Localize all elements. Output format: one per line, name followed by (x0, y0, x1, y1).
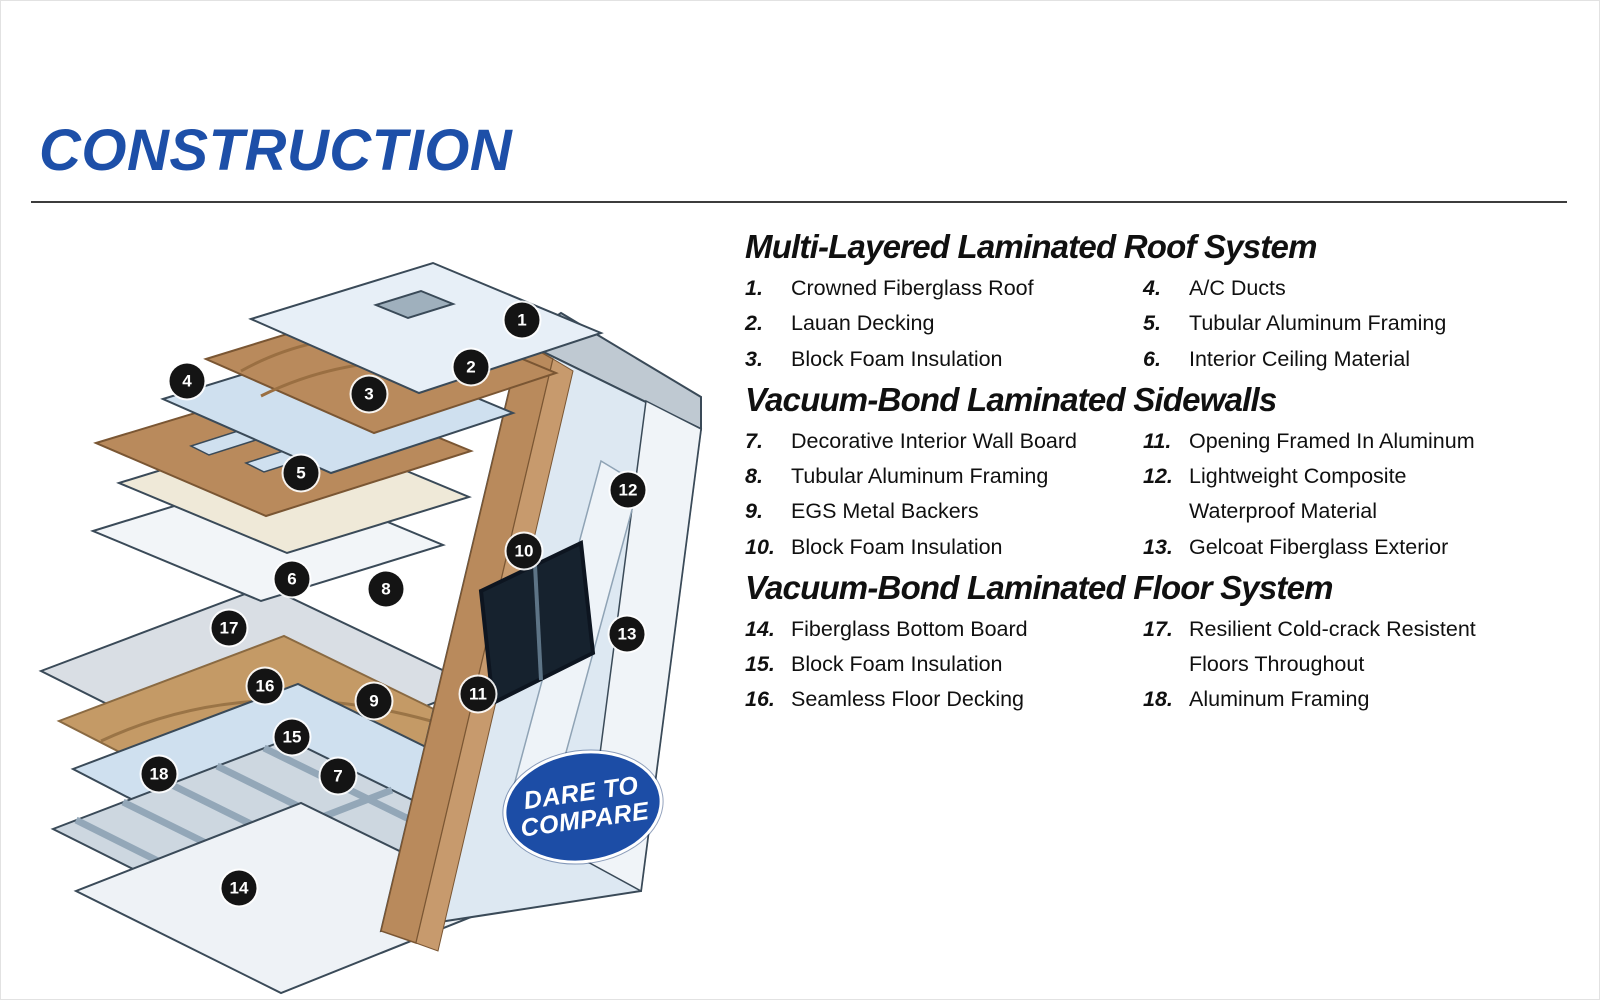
item-number: 18. (1143, 687, 1173, 712)
item-number: 8. (745, 464, 763, 488)
item-number: 13. (1143, 534, 1173, 559)
roof-item-columns: 1. Crowned Fiberglass Roof 2. Lauan Deck… (745, 271, 1579, 377)
roof-layers (90, 261, 604, 603)
legend-item-11: 11. Opening Framed In Aluminum (1143, 424, 1579, 459)
item-number: 2. (745, 311, 763, 336)
item-label: A/C Ducts (1189, 276, 1286, 300)
section-heading-floor: Vacuum-Bond Laminated Floor System (745, 568, 1333, 606)
item-number: 1. (745, 276, 763, 300)
legend-item-2: 2. Lauan Decking (745, 306, 1143, 341)
item-number: 7. (745, 428, 763, 453)
item-label: EGS Metal Backers (791, 499, 979, 524)
item-label: Block Foam Insulation (791, 534, 1003, 559)
exploded-view-drawing (38, 261, 703, 995)
legend-item-17: 17. Resilient Cold-crack Resistent Floor… (1143, 612, 1579, 683)
item-number: 5. (1143, 311, 1161, 336)
item-number: 6. (1143, 346, 1161, 371)
legend-item-16: 16. Seamless Floor Decking (745, 682, 1143, 717)
item-number: 4. (1143, 276, 1161, 300)
legend-item-14: 14. Fiberglass Bottom Board (745, 612, 1143, 647)
floor-layers (38, 584, 509, 995)
item-number: 11. (1143, 428, 1172, 453)
title-underline (31, 201, 1567, 203)
sidewall-column-2: 11. Opening Framed In Aluminum 12. Light… (1143, 424, 1579, 565)
legend-item-15: 15. Block Foam Insulation (745, 647, 1143, 682)
section-heading-roof: Multi-Layered Laminated Roof System (745, 228, 1317, 265)
construction-illustration (1, 201, 721, 999)
legend-item-7: 7. Decorative Interior Wall Board (745, 424, 1143, 459)
legend-item-6: 6. Interior Ceiling Material (1143, 342, 1579, 377)
item-label: Gelcoat Fiberglass Exterior (1189, 534, 1449, 559)
roof-fiberglass-panel (248, 261, 604, 395)
sidewall-column-1: 7. Decorative Interior Wall Board 8. Tub… (745, 424, 1143, 565)
item-label: Block Foam Insulation (791, 652, 1003, 676)
roof-column-2: 4. A/C Ducts 5. Tubular Aluminum Framing… (1143, 271, 1579, 377)
item-number: 16. (745, 687, 775, 712)
item-number: 14. (745, 616, 775, 641)
sidewall-item-columns: 7. Decorative Interior Wall Board 8. Tub… (745, 424, 1579, 565)
legend-item-3: 3. Block Foam Insulation (745, 342, 1143, 377)
legend-item-8: 8. Tubular Aluminum Framing (745, 459, 1143, 494)
legend-panel: Multi-Layered Laminated Roof System 1. C… (745, 225, 1579, 722)
legend-item-10: 10. Block Foam Insulation (745, 530, 1143, 565)
item-label: Tubular Aluminum Framing (1189, 311, 1447, 336)
item-label: Tubular Aluminum Framing (791, 464, 1049, 488)
item-number: 9. (745, 499, 763, 524)
legend-item-18: 18. Aluminum Framing (1143, 682, 1579, 717)
legend-item-5: 5. Tubular Aluminum Framing (1143, 306, 1579, 341)
item-label: Decorative Interior Wall Board (791, 428, 1077, 453)
item-label: Block Foam Insulation (791, 346, 1003, 371)
legend-item-9: 9. EGS Metal Backers (745, 494, 1143, 529)
item-label: Seamless Floor Decking (791, 687, 1025, 712)
item-label: Aluminum Framing (1189, 687, 1370, 712)
item-number: 17. (1143, 616, 1173, 641)
floor-column-1: 14. Fiberglass Bottom Board 15. Block Fo… (745, 612, 1143, 718)
item-label: Lauan Decking (791, 311, 935, 336)
roof-column-1: 1. Crowned Fiberglass Roof 2. Lauan Deck… (745, 271, 1143, 377)
floor-item-columns: 14. Fiberglass Bottom Board 15. Block Fo… (745, 612, 1579, 718)
window-mullion (533, 564, 543, 681)
legend-item-4: 4. A/C Ducts (1143, 271, 1579, 306)
item-number: 12. (1143, 464, 1173, 488)
item-number: 10. (745, 534, 775, 559)
item-number: 15. (745, 652, 775, 676)
item-label: Resilient Cold-crack Resistent Floors Th… (1189, 616, 1476, 676)
floor-column-2: 17. Resilient Cold-crack Resistent Floor… (1143, 612, 1579, 718)
roof-vent-opening (373, 289, 456, 320)
item-label: Interior Ceiling Material (1189, 346, 1411, 371)
legend-item-13: 13. Gelcoat Fiberglass Exterior (1143, 530, 1579, 565)
legend-item-1: 1. Crowned Fiberglass Roof (745, 271, 1143, 306)
section-heading-sidewalls: Vacuum-Bond Laminated Sidewalls (745, 380, 1277, 418)
item-number: 3. (745, 346, 763, 371)
item-label: Crowned Fiberglass Roof (791, 276, 1034, 300)
legend-item-12: 12. Lightweight Composite Waterproof Mat… (1143, 459, 1579, 530)
item-label: Lightweight Composite Waterproof Materia… (1189, 464, 1407, 524)
item-label: Fiberglass Bottom Board (791, 616, 1028, 641)
item-label: Opening Framed In Aluminum (1189, 428, 1475, 453)
page-title: CONSTRUCTION (39, 118, 513, 183)
